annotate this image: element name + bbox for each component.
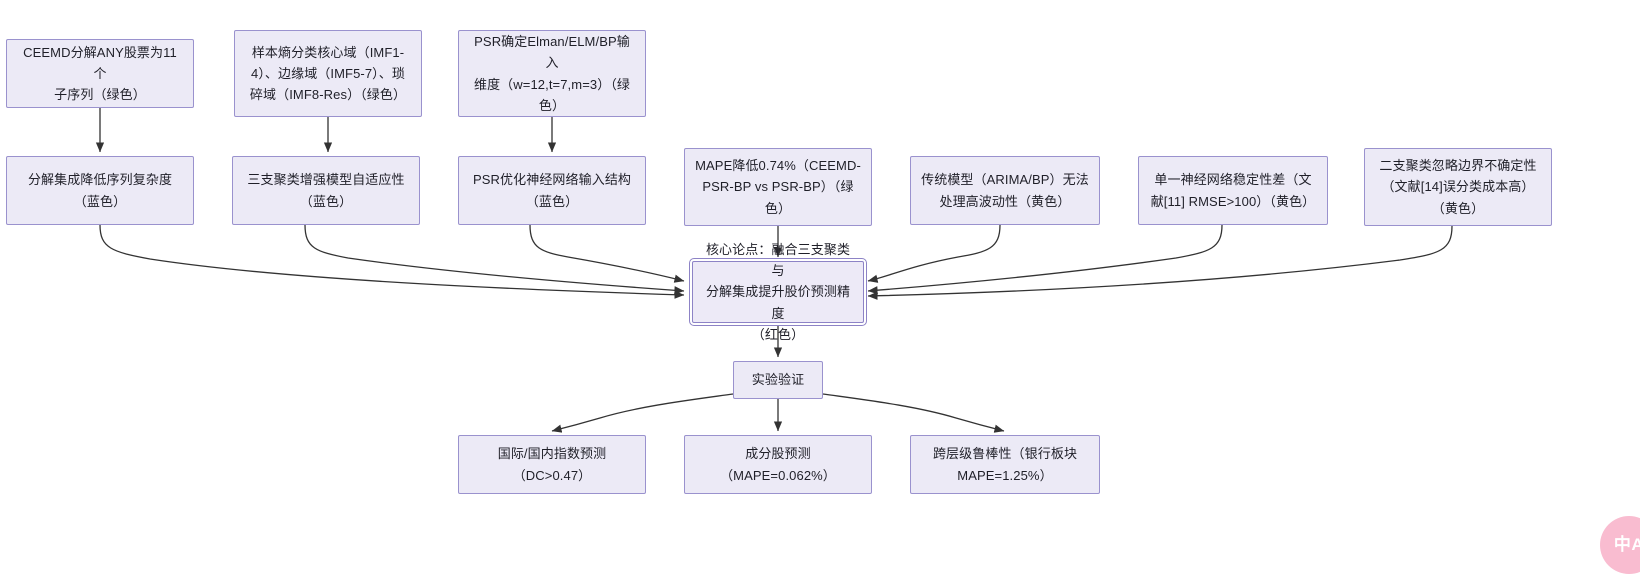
node-label: 二支聚类忽略边界不确定性 （文献[14]误分类成本高） （黄色）: [1379, 158, 1537, 216]
edge-n8-core: [867, 224, 1001, 283]
edge-n4-core: [99, 224, 685, 299]
node-two-way-clustering-limitation[interactable]: 二支聚类忽略边界不确定性 （文献[14]误分类成本高） （黄色）: [1364, 148, 1552, 226]
watermark-badge: 中A: [1600, 516, 1640, 574]
node-label: MAPE降低0.74%（CEEMD- PSR-BP vs PSR-BP）（绿 色…: [695, 158, 861, 216]
node-core-claim[interactable]: 核心论点：融合三支聚类与 分解集成提升股价预测精度 （红色）: [689, 242, 867, 342]
node-label: CEEMD分解ANY股票为11个 子序列（绿色）: [23, 44, 177, 103]
node-label: 跨层级鲁棒性（银行板块 MAPE=1.25%）: [932, 446, 1078, 483]
edge-n5-core: [304, 224, 685, 295]
node-label: 分解集成降低序列复杂度 （蓝色）: [27, 172, 173, 209]
node-experimental-verification[interactable]: 实验验证: [733, 361, 823, 399]
edge-verify-r1: [551, 393, 734, 433]
node-label: 传统模型（ARIMA/BP）无法 处理高波动性（黄色）: [921, 172, 1089, 209]
node-label: 国际/国内指数预测 （DC>0.47）: [497, 446, 607, 483]
node-three-way-clustering-adaptivity[interactable]: 三支聚类增强模型自适应性 （蓝色）: [232, 156, 420, 225]
node-psr-input-dimension[interactable]: PSR确定Elman/ELM/BP输入 维度（w=12,t=7,m=3）（绿 色…: [458, 30, 646, 117]
node-index-prediction-result[interactable]: 国际/国内指数预测 （DC>0.47）: [458, 435, 646, 494]
node-label: 三支聚类增强模型自适应性 （蓝色）: [247, 172, 405, 209]
node-psr-optimizes-network-structure[interactable]: PSR优化神经网络输入结构 （蓝色）: [458, 156, 646, 225]
node-label: 实验验证: [751, 372, 805, 388]
edge-n10-core: [867, 225, 1453, 300]
node-label: 成分股预测 （MAPE=0.062%）: [720, 446, 836, 483]
edge-n9-core: [867, 224, 1223, 295]
node-label: 样本熵分类核心域（IMF1- 4）、边缘域（IMF5-7）、琐 碎域（IMF8-…: [249, 44, 407, 103]
watermark-text: 中A: [1613, 535, 1640, 555]
node-cross-level-robustness-result[interactable]: 跨层级鲁棒性（银行板块 MAPE=1.25%）: [910, 435, 1100, 494]
node-ceemd-decomposition[interactable]: CEEMD分解ANY股票为11个 子序列（绿色）: [6, 39, 194, 108]
node-mape-reduction[interactable]: MAPE降低0.74%（CEEMD- PSR-BP vs PSR-BP）（绿 色…: [684, 148, 872, 226]
node-label: PSR确定Elman/ELM/BP输入 维度（w=12,t=7,m=3）（绿 色…: [473, 34, 631, 113]
edge-n6-core: [529, 224, 685, 283]
node-sample-entropy-classification[interactable]: 样本熵分类核心域（IMF1- 4）、边缘域（IMF5-7）、琐 碎域（IMF8-…: [234, 30, 422, 117]
edge-verify-r3: [822, 393, 1005, 433]
node-traditional-models-limitation[interactable]: 传统模型（ARIMA/BP）无法 处理高波动性（黄色）: [910, 156, 1100, 225]
node-decomposition-reduces-complexity[interactable]: 分解集成降低序列复杂度 （蓝色）: [6, 156, 194, 225]
node-single-network-instability[interactable]: 单一神经网络稳定性差（文 献[11] RMSE>100）（黄色）: [1138, 156, 1328, 225]
node-constituent-stock-result[interactable]: 成分股预测 （MAPE=0.062%）: [684, 435, 872, 494]
node-label: 单一神经网络稳定性差（文 献[11] RMSE>100）（黄色）: [1150, 172, 1316, 209]
node-label: 核心论点：融合三支聚类与 分解集成提升股价预测精度 （红色）: [705, 242, 851, 342]
node-label: PSR优化神经网络输入结构 （蓝色）: [472, 172, 632, 209]
